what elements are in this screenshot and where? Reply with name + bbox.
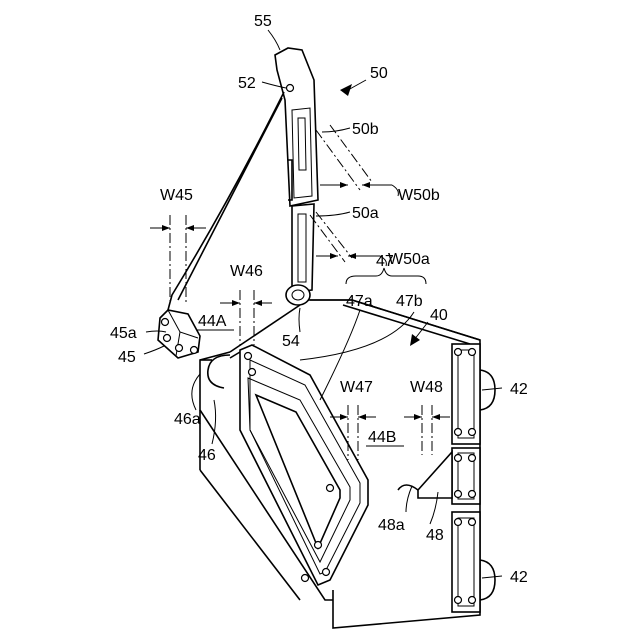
label-44B: 44B (368, 429, 396, 446)
label-42-upper: 42 (510, 381, 528, 398)
label-45: 45 (118, 349, 136, 366)
bracket-45 (158, 310, 200, 358)
label-W50b: W50b (398, 187, 440, 204)
label-50a: 50a (352, 205, 379, 222)
label-50b: 50b (352, 121, 379, 138)
pulley-46 (200, 352, 240, 388)
label-W48: W48 (410, 379, 443, 396)
label-47: 47 (376, 253, 394, 270)
label-47a: 47a (346, 293, 373, 310)
rail-plate-lower (452, 512, 495, 612)
label-45a: 45a (110, 325, 137, 342)
label-48: 48 (426, 527, 444, 544)
label-50: 50 (370, 65, 388, 82)
label-47b: 47b (396, 293, 423, 310)
label-44A: 44A (198, 313, 227, 330)
label-W45: W45 (160, 187, 193, 204)
label-W50a: W50a (388, 251, 430, 268)
rail-plate-upper (452, 344, 495, 444)
label-46: 46 (198, 447, 216, 464)
rail-plate-middle (452, 448, 480, 504)
label-48a: 48a (378, 517, 405, 534)
label-54: 54 (282, 333, 300, 350)
label-55: 55 (254, 13, 272, 30)
label-46a: 46a (174, 411, 201, 428)
label-W47: W47 (340, 379, 373, 396)
label-42-lower: 42 (510, 569, 528, 586)
wedge-48 (398, 452, 452, 498)
label-W46: W46 (230, 263, 263, 280)
label-52: 52 (238, 75, 256, 92)
label-40: 40 (430, 307, 448, 324)
